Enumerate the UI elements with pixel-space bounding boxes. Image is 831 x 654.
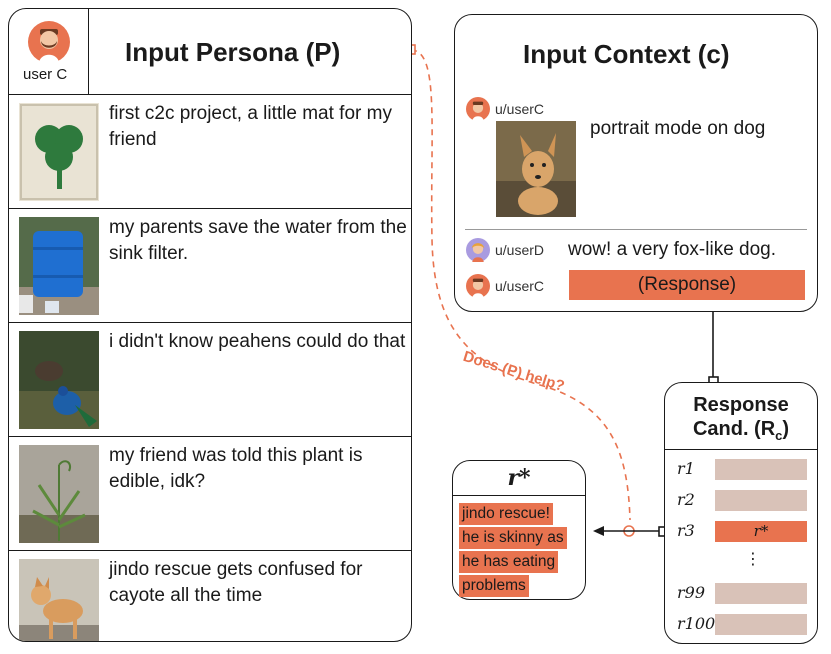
candidate-bar-r99 [715, 583, 807, 604]
context-post-text: portrait mode on dog [590, 118, 766, 139]
persona-post-text: my parents save the water from the sink … [109, 217, 407, 264]
persona-post-3: i didn't know peahens could do that [9, 323, 411, 437]
candidate-bar-r1 [715, 459, 807, 480]
response-placeholder: (Response) [569, 270, 805, 300]
context-response-user: u/userC [495, 278, 545, 294]
context-panel: Input Context (c) u/userC portrait mode … [454, 14, 818, 312]
candidates-ellipsis: ⋮ [745, 551, 761, 568]
selected-response-line-1: jindo rescue! [459, 503, 553, 525]
candidates-divider [665, 449, 817, 450]
persona-post-5: jindo rescue gets confused for cayote al… [9, 551, 411, 641]
selected-response-line-2: he is skinny as [459, 527, 567, 549]
candidate-bar-r100 [715, 614, 807, 635]
user-c-avatar [28, 21, 70, 63]
selected-response-panel: r* jindo rescue! he is skinny as he has … [452, 460, 586, 600]
persona-post-1: first c2c project, a little mat for my f… [9, 95, 411, 209]
context-reply-user: u/userD [495, 242, 545, 258]
selection-arrowhead [593, 526, 604, 536]
response-candidates-panel: Response Cand. (Rc) r1 r2 r3 r* ⋮ r99 r1… [664, 382, 818, 644]
candidate-bar-r3-selected: r* [715, 521, 807, 542]
user-d-avatar [466, 238, 490, 262]
water-barrel-image [19, 217, 99, 315]
selected-response-divider [453, 495, 585, 496]
persona-header: user C Input Persona (P) [9, 9, 411, 95]
candidates-title-line1: Response [693, 394, 789, 416]
persona-post-text: i didn't know peahens could do that [109, 331, 406, 352]
crochet-mat-image [19, 103, 99, 201]
candidate-label-r99: r99 [677, 583, 706, 602]
persona-title: Input Persona (P) [125, 37, 341, 67]
context-post-user: u/userC [495, 101, 545, 117]
persona-panel: user C Input Persona (P) first c2c proje… [8, 8, 412, 642]
persona-post-4: my friend was told this plant is edible,… [9, 437, 411, 551]
persona-dashed-connector [410, 49, 631, 521]
candidates-title-sub: c [775, 428, 783, 443]
persona-post-text: my friend was told this plant is edible,… [109, 445, 363, 492]
peahen-image [19, 331, 99, 429]
persona-post-2: my parents save the water from the sink … [9, 209, 411, 323]
candidates-title-line2: Cand. (R [692, 418, 776, 440]
candidate-label-r100: r100 [677, 614, 716, 633]
persona-post-text: jindo rescue gets confused for cayote al… [109, 559, 363, 606]
user-c-avatar-response [466, 274, 490, 298]
persona-post-text: first c2c project, a little mat for my f… [109, 103, 392, 150]
context-reply-text: wow! a very fox-like dog. [568, 239, 777, 260]
candidate-label-r3: r3 [677, 521, 695, 540]
candidate-label-r1: r1 [677, 459, 695, 478]
candidate-label-r2: r2 [677, 490, 695, 509]
context-title: Input Context (c) [523, 39, 730, 69]
user-c-avatar-small [466, 97, 490, 121]
candidate-bar-r2 [715, 490, 807, 511]
candidates-title-line2-wrap: Cand. (Rc) [665, 417, 817, 448]
persona-avatar-cell: user C [9, 9, 89, 95]
persona-user-label: user C [23, 66, 68, 83]
jindo-dog-image [19, 559, 99, 641]
candidates-title: Response Cand. (Rc) [665, 393, 817, 448]
plant-image [19, 445, 99, 543]
portrait-dog-image [496, 121, 576, 217]
selected-response-title: r* [507, 465, 531, 491]
selected-response-line-4: problems [459, 575, 529, 597]
context-divider [465, 229, 807, 230]
candidates-title-close: ) [782, 418, 790, 440]
selected-response-line-3: he has eating [459, 551, 559, 573]
